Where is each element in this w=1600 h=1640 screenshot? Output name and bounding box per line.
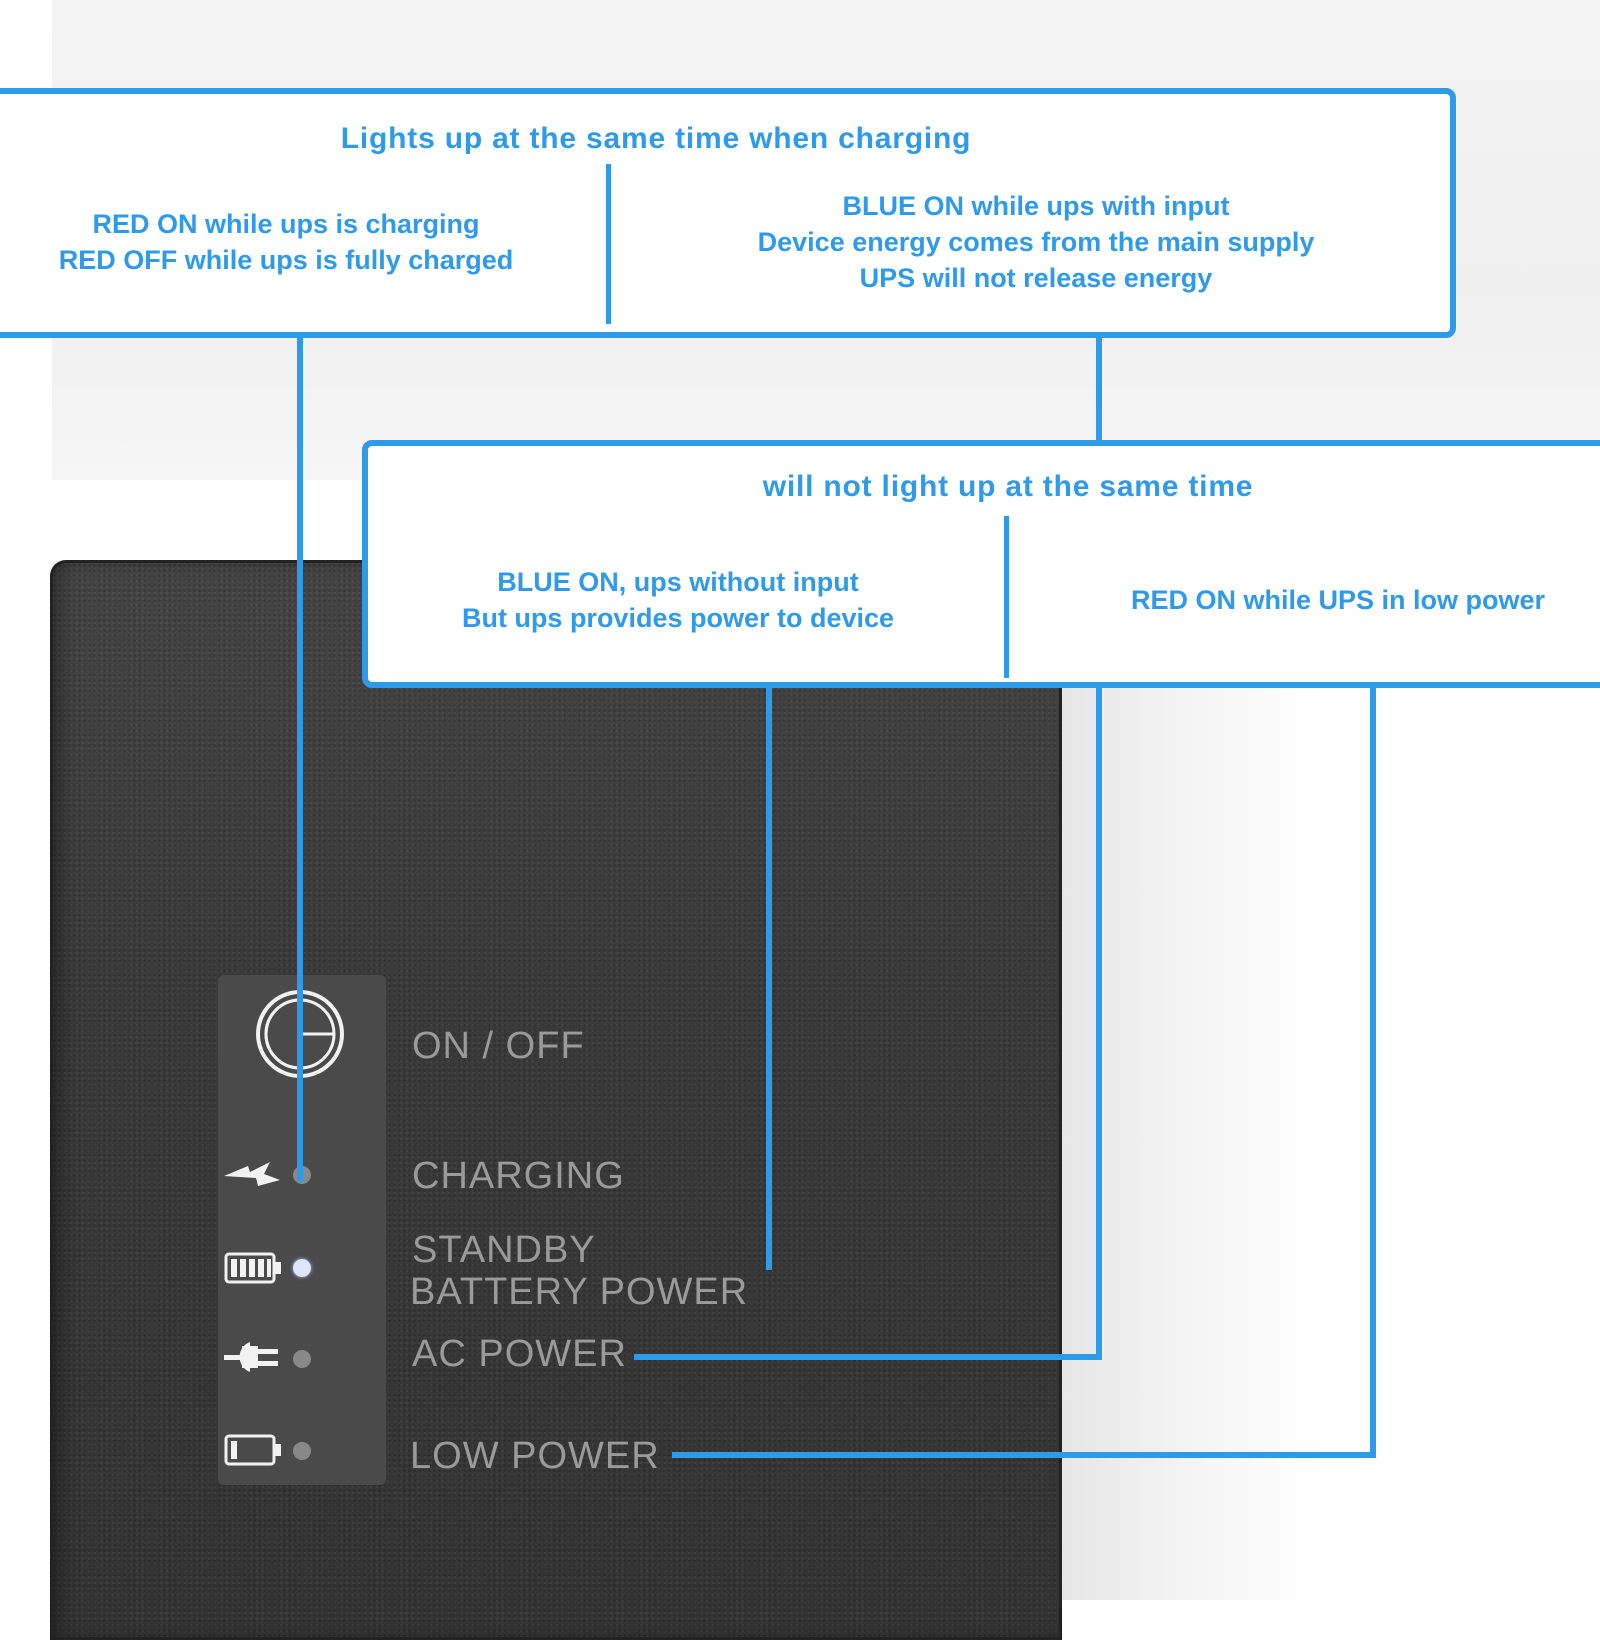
callout-bottom-left-line-1: BLUE ON, ups without input	[497, 567, 859, 597]
callout-top-left-line-1: RED ON while ups is charging	[92, 209, 480, 239]
connector-line-ac-power-vertical	[1096, 688, 1102, 1360]
ups-device-body	[50, 560, 1062, 1640]
standby-led	[293, 1259, 311, 1277]
callout-top-title: Lights up at the same time when charging	[340, 122, 972, 155]
callout-bottom-title: will not light up at the same time	[762, 470, 1254, 503]
connector-line-ac-power-top	[1096, 334, 1102, 444]
label-ac-power: AC POWER	[412, 1333, 627, 1375]
callout-not-together: will not light up at the same time BLUE …	[362, 440, 1600, 688]
label-on-off: ON / OFF	[412, 1025, 585, 1067]
battery-low-icon	[224, 1434, 281, 1466]
callout-top-divider	[606, 164, 611, 324]
label-low-power: LOW POWER	[410, 1435, 660, 1477]
connector-line-charging	[297, 334, 303, 1182]
low-power-led	[293, 1442, 311, 1460]
battery-full-icon	[224, 1252, 281, 1284]
callout-top-left-line-2: RED OFF while ups is fully charged	[58, 245, 514, 275]
connector-line-ac-power-horizontal	[634, 1354, 1102, 1360]
label-battery-power: BATTERY POWER	[410, 1271, 749, 1313]
callout-top-right-line-1: BLUE ON while ups with input	[842, 191, 1230, 221]
callout-top-right-line-2: Device energy comes from the main supply	[757, 227, 1315, 257]
callout-top-right-line-3: UPS will not release energy	[859, 263, 1213, 293]
label-standby: STANDBY	[412, 1229, 596, 1271]
callout-charging-together: Lights up at the same time when charging…	[0, 88, 1456, 338]
charging-bolt-icon	[224, 1162, 280, 1186]
background-shadow	[1060, 680, 1320, 1600]
plug-icon	[224, 1342, 278, 1372]
callout-bottom-divider	[1004, 516, 1009, 678]
ac-power-led	[293, 1350, 311, 1368]
connector-line-low-power-horizontal	[672, 1452, 1376, 1458]
callout-bottom-left-line-2: But ups provides power to device	[461, 603, 895, 633]
callout-bottom-right-line-1: RED ON while UPS in low power	[1130, 585, 1546, 615]
connector-line-low-power-vertical	[1370, 688, 1376, 1458]
label-charging: CHARGING	[412, 1155, 625, 1197]
connector-line-standby	[766, 688, 772, 1270]
